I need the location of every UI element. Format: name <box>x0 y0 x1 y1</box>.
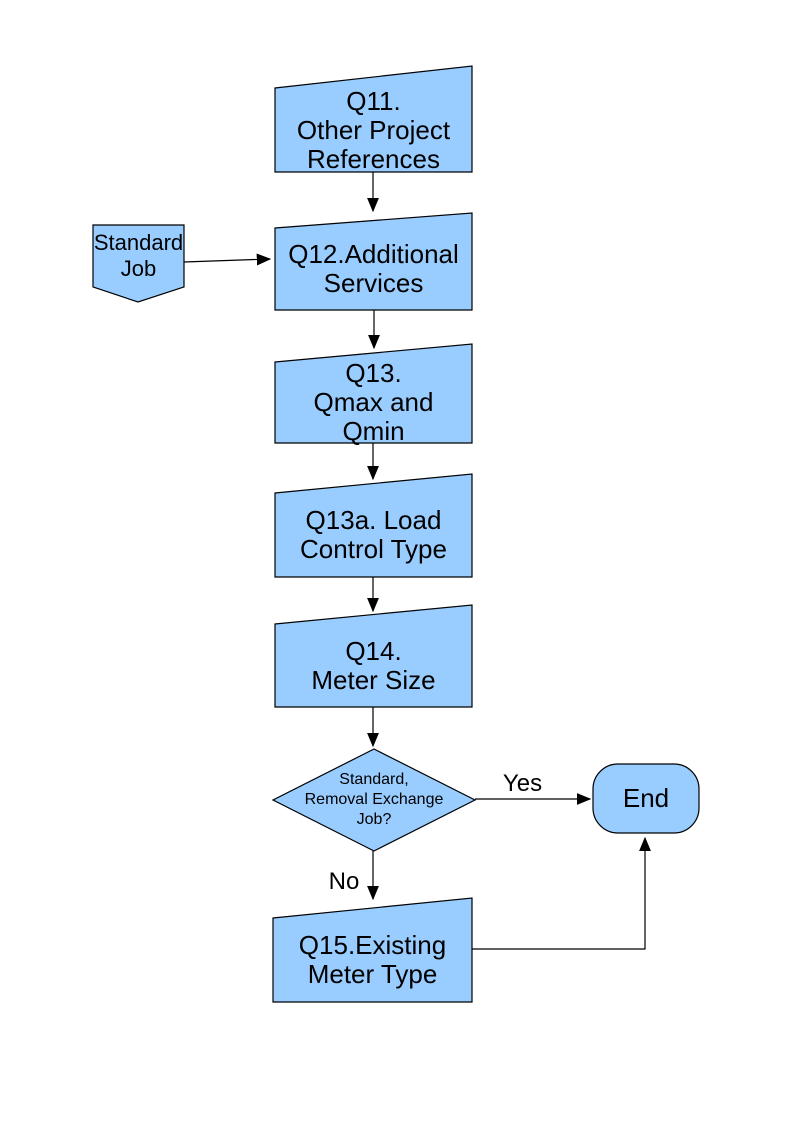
edge-q15-to-end <box>472 836 651 950</box>
q15-line-1: Q15.Existing <box>298 930 447 960</box>
q12-label: Q12.Additional Services <box>275 228 472 310</box>
decision-line-2: Removal Exchange <box>304 791 444 808</box>
q11-label: Q11. Other Project References <box>275 85 472 174</box>
q15-label: Q15.Existing Meter Type <box>273 918 472 1002</box>
q12-shape <box>274 212 473 311</box>
standard-job-line-2: Job <box>120 256 157 281</box>
decision-diamond-shape <box>271 748 477 852</box>
q13a-line-1: Q13a. Load <box>305 505 442 535</box>
q15-line-2: Meter Type <box>307 959 438 989</box>
q11-line-1: Q11. <box>346 85 401 116</box>
q13-label: Q13. Qmax and Qmin <box>275 358 472 446</box>
q15-shape <box>272 897 473 1003</box>
q13a-label: Q13a. Load Control Type <box>275 493 472 577</box>
end-shape <box>592 763 700 834</box>
q14-shape <box>274 604 473 708</box>
q14-label: Q14. Meter Size <box>275 624 472 707</box>
q13a-shape <box>274 473 473 578</box>
q11-line-3: References <box>307 143 440 174</box>
yes-edge-label: Yes <box>495 770 550 798</box>
q11-shape <box>274 65 473 173</box>
no-edge-label: No <box>318 868 370 896</box>
decision-label: Standard, Removal Exchange Job? <box>273 749 475 851</box>
decision-line-1: Standard, <box>339 771 409 788</box>
standard-job-line-1: Standard <box>93 230 184 255</box>
q12-line-2: Services <box>323 268 424 298</box>
q14-line-1: Q14. <box>345 635 402 666</box>
q13-shape <box>274 343 473 444</box>
q12-line-1: Q12.Additional <box>288 239 459 269</box>
standard-job-label: Standard Job <box>93 225 184 287</box>
q13-line-3: Qmin <box>342 416 405 446</box>
q13-line-1: Q13. <box>345 358 402 388</box>
decision-line-3: Job? <box>356 811 392 828</box>
q14-line-2: Meter Size <box>311 664 436 695</box>
end-text: End <box>622 783 670 813</box>
no-text: No <box>328 868 360 895</box>
yes-text: Yes <box>502 770 543 797</box>
q13a-line-2: Control Type <box>300 534 447 564</box>
q11-line-2: Other Project <box>296 114 451 145</box>
edge-standardjob-to-q12 <box>183 253 272 266</box>
q13-line-2: Qmax and <box>313 387 434 417</box>
standard-job-shape <box>92 224 185 303</box>
end-label: End <box>593 764 699 833</box>
